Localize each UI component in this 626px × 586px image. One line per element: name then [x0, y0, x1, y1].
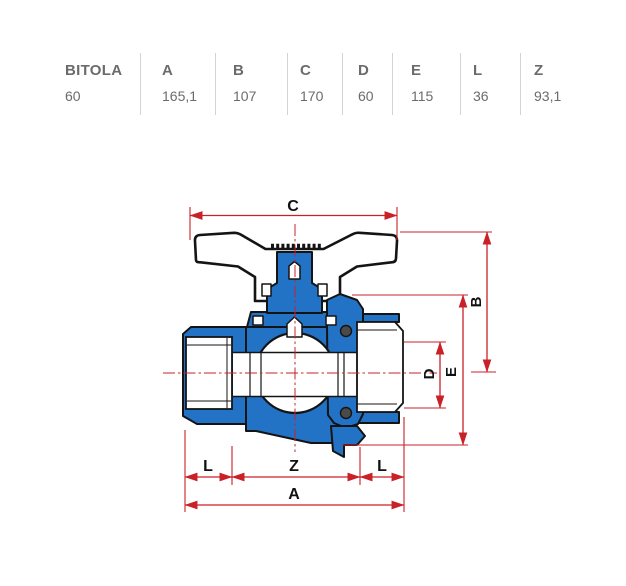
- dim-label-a: A: [288, 486, 300, 503]
- dim-label-b: B: [468, 296, 485, 307]
- dim-label-d: D: [421, 368, 438, 379]
- stem-seal: [317, 283, 328, 297]
- spec-col-d: D 60: [342, 53, 392, 115]
- dim-label-l-right: L: [377, 458, 387, 475]
- centerlines: [163, 224, 437, 452]
- spec-header: D: [358, 62, 370, 79]
- spec-header: E: [411, 62, 422, 79]
- o-ring: [339, 324, 353, 338]
- spec-col-bitola: BITOLA 60: [63, 53, 140, 115]
- right-socket: [356, 321, 404, 413]
- spec-value: 107: [233, 88, 257, 104]
- dim-label-l-left: L: [203, 458, 213, 475]
- spec-header: B: [233, 62, 245, 79]
- dim-label-c: C: [287, 198, 299, 215]
- spec-value: 165,1: [162, 88, 198, 104]
- dim-label-e: E: [443, 367, 460, 377]
- spec-header: BITOLA: [65, 62, 123, 79]
- spec-col-c: C 170: [287, 53, 342, 115]
- spec-header: L: [473, 62, 483, 79]
- spec-value: 36: [473, 88, 489, 104]
- spec-header: Z: [534, 62, 544, 79]
- valve-body-group: [182, 231, 404, 458]
- stem-seal: [261, 283, 272, 297]
- o-ring: [339, 406, 353, 420]
- spec-value: 60: [358, 88, 374, 104]
- dimension-lines: [184, 211, 492, 510]
- dim-label-z: Z: [289, 458, 299, 475]
- spec-col-z: Z 93,1: [520, 53, 588, 115]
- spec-col-e: E 115: [392, 53, 460, 115]
- bonnet-cutout: [252, 315, 264, 326]
- spec-value: 60: [65, 88, 81, 104]
- spec-col-l: L 36: [460, 53, 520, 115]
- spec-col-b: B 107: [215, 53, 287, 115]
- spec-value: 93,1: [534, 88, 562, 104]
- spec-value: 170: [300, 88, 324, 104]
- spec-value: 115: [411, 88, 434, 104]
- spec-header: A: [162, 62, 174, 79]
- spec-col-a: A 165,1: [140, 53, 215, 115]
- spec-header: C: [300, 62, 312, 79]
- bonnet-cutout: [325, 315, 337, 326]
- spec-table: BITOLA 60 A 165,1 B 107 C 170 D 60 E 115…: [63, 53, 588, 115]
